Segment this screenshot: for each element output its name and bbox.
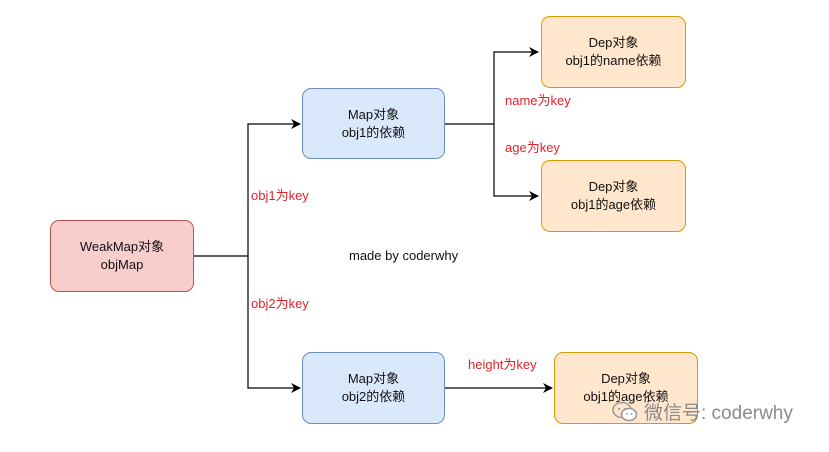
edge-map-obj1-to-dep-age xyxy=(493,124,539,201)
dep-name-node-subtitle: obj1的name依赖 xyxy=(565,53,662,68)
edge-map-obj1-to-dep-name xyxy=(493,47,539,124)
map-obj1-node: Map对象 obj1的依赖 xyxy=(302,88,445,159)
diagram-caption: made by coderwhy xyxy=(349,248,459,263)
edge-weakmap-to-map-obj2 xyxy=(247,256,301,393)
weakmap-node: WeakMap对象 objMap xyxy=(50,220,194,292)
dep-name-node-title: Dep对象 xyxy=(588,35,639,50)
dep-height-node-title: Dep对象 xyxy=(601,371,651,386)
map-obj2-node-title: Map对象 xyxy=(347,371,400,386)
dep-height-node-subtitle: obj1的age依赖 xyxy=(583,389,669,404)
edge-label-age-key: age为key xyxy=(505,140,560,155)
wechat-watermark: 微信号: coderwhy xyxy=(612,398,793,425)
edge-label-name-key: name为key xyxy=(505,93,571,108)
edge-label-obj1-key: obj1为key xyxy=(251,188,309,203)
dep-age-node-subtitle: obj1的age依赖 xyxy=(570,197,657,212)
map-obj1-node-title: Map对象 xyxy=(347,106,400,122)
dep-name-node: Dep对象 obj1的name依赖 xyxy=(541,16,686,88)
map-obj2-node: Map对象 obj2的依赖 xyxy=(302,352,445,424)
weakmap-node-subtitle: objMap xyxy=(100,257,144,272)
map-obj2-node-subtitle: obj2的依赖 xyxy=(341,389,406,404)
edge-weakmap-to-map-obj1 xyxy=(247,119,301,256)
edge-label-height-key: height为key xyxy=(468,357,537,372)
weakmap-node-title: WeakMap对象 xyxy=(79,239,165,254)
edge-label-obj2-key: obj2为key xyxy=(251,296,309,311)
dep-age-node: Dep对象 obj1的age依赖 xyxy=(541,160,686,232)
dep-age-node-title: Dep对象 xyxy=(588,179,639,194)
wechat-logo-icon xyxy=(612,401,638,423)
watermark-text: 微信号: coderwhy xyxy=(644,403,793,424)
map-obj1-node-subtitle: obj1的依赖 xyxy=(341,124,406,140)
